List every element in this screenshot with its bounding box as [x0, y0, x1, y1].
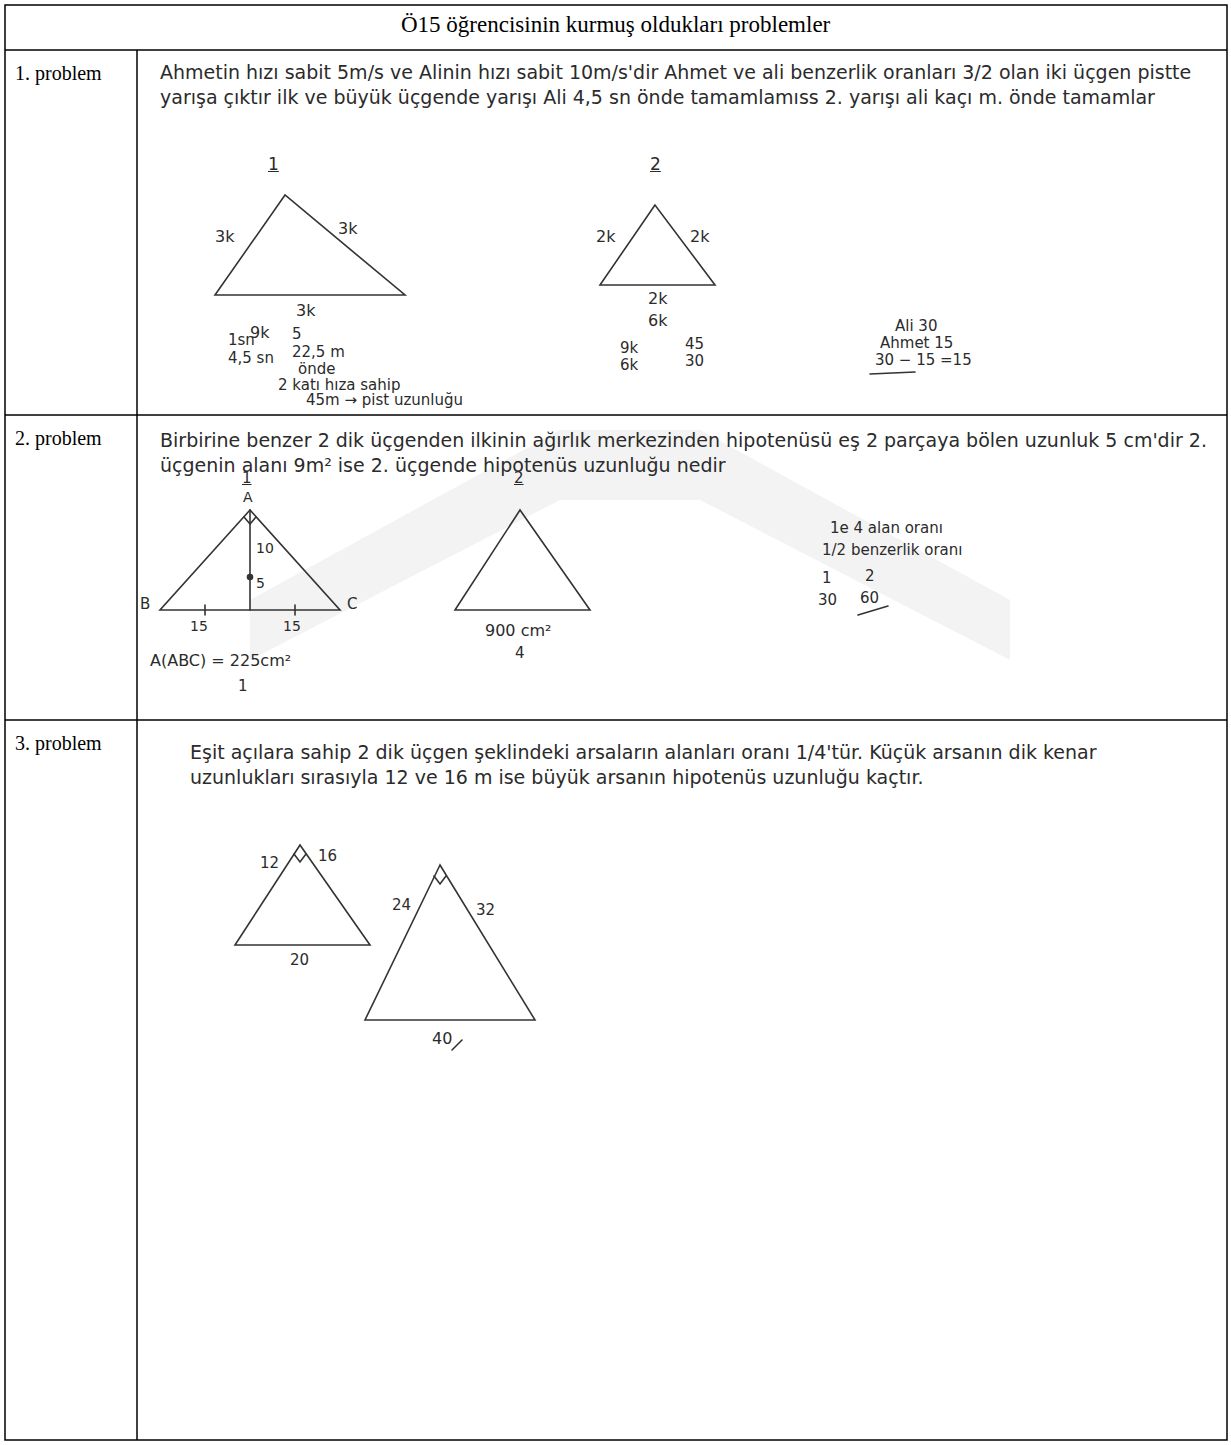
figure-note: 3k [215, 228, 234, 246]
figure-note: 45 [685, 336, 704, 353]
table-title: Ö15 öğrencisinin kurmuş oldukları proble… [401, 12, 830, 38]
table-grid [5, 5, 1227, 1440]
figure-note: 2 [514, 470, 524, 487]
row-header: 1. problem [15, 62, 102, 85]
figure-note: 60 [860, 590, 879, 607]
figure-note: 5 [292, 326, 302, 343]
figure-note: 3k [338, 220, 357, 238]
figure-note: 1sn [228, 332, 255, 349]
figure-note: 1 [822, 570, 832, 587]
figure-note: 30 [818, 592, 837, 609]
figure-note: 4 [515, 645, 525, 662]
figure-note: 30 [685, 353, 704, 370]
figure-note: 15 [190, 618, 208, 634]
handwritten-figures [160, 195, 915, 1050]
figure-note: 9k [620, 340, 638, 357]
problem-text: Eşit açılara sahip 2 dik üçgen şeklindek… [190, 740, 1190, 789]
figure-note: 1 [238, 678, 248, 695]
figure-note: 1e 4 alan oranı [830, 520, 943, 537]
figure-note: 20 [290, 952, 309, 969]
figure-note: 30 − 15 =15 [875, 352, 972, 369]
figure-note: 2k [648, 290, 667, 308]
figure-note: 1/2 benzerlik oranı [822, 542, 962, 559]
figure-note: 5 [256, 575, 265, 591]
figure-note: 2 [865, 568, 875, 585]
figure-note: 900 cm² [485, 622, 551, 640]
figure-note: 15 [283, 618, 301, 634]
figure-note: 6k [648, 312, 667, 330]
figure-note: 16 [318, 848, 337, 865]
figure-note: 2k [596, 228, 615, 246]
figure-note: Ahmet 15 [880, 335, 953, 352]
figure-note: A(ABC) = 225cm² [150, 652, 291, 670]
figure-note: 32 [476, 902, 495, 919]
figure-note: 10 [256, 540, 274, 556]
figure-note: A [243, 489, 253, 505]
figure-note: 4,5 sn [228, 350, 274, 367]
figure-note: 2 [650, 155, 661, 175]
figure-note: 22,5 m [292, 344, 345, 361]
figure-note: 12 [260, 855, 279, 872]
figure-note: B [140, 596, 150, 613]
figure-note: Ali 30 [895, 318, 937, 335]
figure-note: 1 [268, 155, 279, 175]
figure-note: C [347, 596, 357, 613]
figure-note: 2k [690, 228, 709, 246]
figure-note: 45m → pist uzunluğu [306, 392, 463, 409]
figure-note: 3k [296, 302, 315, 320]
figure-note: 6k [620, 357, 638, 374]
row-header: 2. problem [15, 427, 102, 450]
problem-text: Ahmetin hızı sabit 5m/s ve Alinin hızı s… [160, 60, 1215, 109]
row-header: 3. problem [15, 732, 102, 755]
figure-note: önde [298, 361, 335, 378]
figure-note: 40 [432, 1030, 452, 1048]
figure-note: 1 [242, 470, 252, 487]
problem-text: Birbirine benzer 2 dik üçgenden ilkinin … [160, 428, 1215, 477]
figure-note: 24 [392, 897, 411, 914]
